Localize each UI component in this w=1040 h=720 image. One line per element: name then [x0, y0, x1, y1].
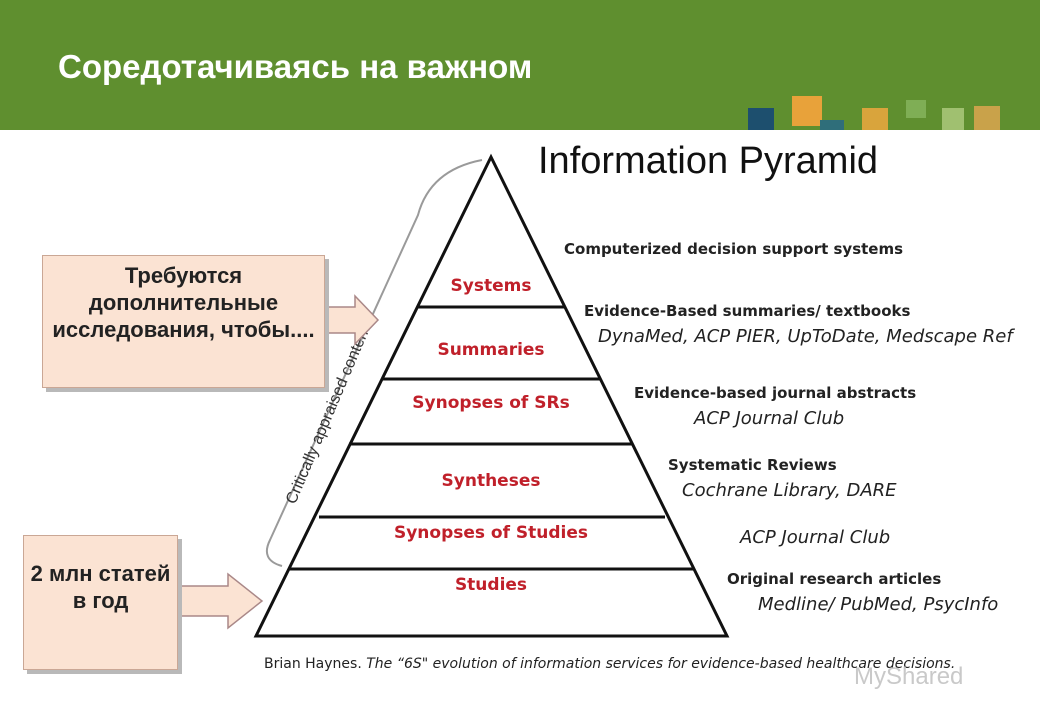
decor-square	[942, 108, 964, 130]
right-subtext: Cochrane Library, DARE	[682, 480, 897, 501]
decor-square	[906, 100, 926, 118]
citation-title: The “6S" evolution of information servic…	[366, 656, 956, 672]
callout-arrow	[324, 294, 380, 346]
layer-label-synopses-studies: Synopses of Studies	[393, 523, 589, 543]
pyramid-title: Information Pyramid	[538, 140, 879, 182]
watermark: MyShared	[854, 663, 964, 690]
callout-articles-per-year: 2 млн статей в год	[23, 535, 178, 670]
right-heading: Evidence-based journal abstracts	[634, 384, 917, 402]
callout-more-research: Требуются дополнительные исследования, ч…	[42, 255, 325, 388]
layer-label-syntheses: Syntheses	[441, 471, 541, 491]
citation: Brian Haynes. The “6S" evolution of info…	[264, 654, 955, 674]
critically-appraised-arc	[266, 159, 483, 567]
decor-square	[862, 108, 888, 130]
citation-author: Brian Haynes.	[264, 656, 362, 672]
right-heading: Original research articles	[727, 570, 942, 588]
slide-title: Соредотачиваясь на важном	[58, 48, 533, 85]
decor-square	[820, 120, 844, 130]
right-subtext: Medline/ PubMed, PsycInfo	[758, 594, 999, 615]
right-heading: Evidence-Based summaries/ textbooks	[584, 302, 911, 320]
right-heading: Computerized decision support systems	[564, 240, 904, 258]
right-subtext: DynaMed, ACP PIER, UpToDate, Medscape Re…	[598, 326, 1013, 347]
right-subtext: ACP Journal Club	[694, 408, 845, 429]
right-heading: Systematic Reviews	[668, 456, 837, 474]
layer-label-systems: Systems	[450, 276, 532, 296]
decor-square	[748, 108, 774, 130]
callout-arrow	[177, 572, 264, 630]
decor-square	[792, 96, 822, 126]
decor-square	[974, 106, 1000, 130]
slide-header: Соредотачиваясь на важном	[0, 0, 1040, 130]
layer-label-studies: Studies	[454, 575, 528, 595]
right-subtext: ACP Journal Club	[740, 527, 891, 548]
layer-label-synopses-srs: Synopses of SRs	[412, 393, 570, 413]
layer-label-summaries: Summaries	[437, 340, 545, 360]
